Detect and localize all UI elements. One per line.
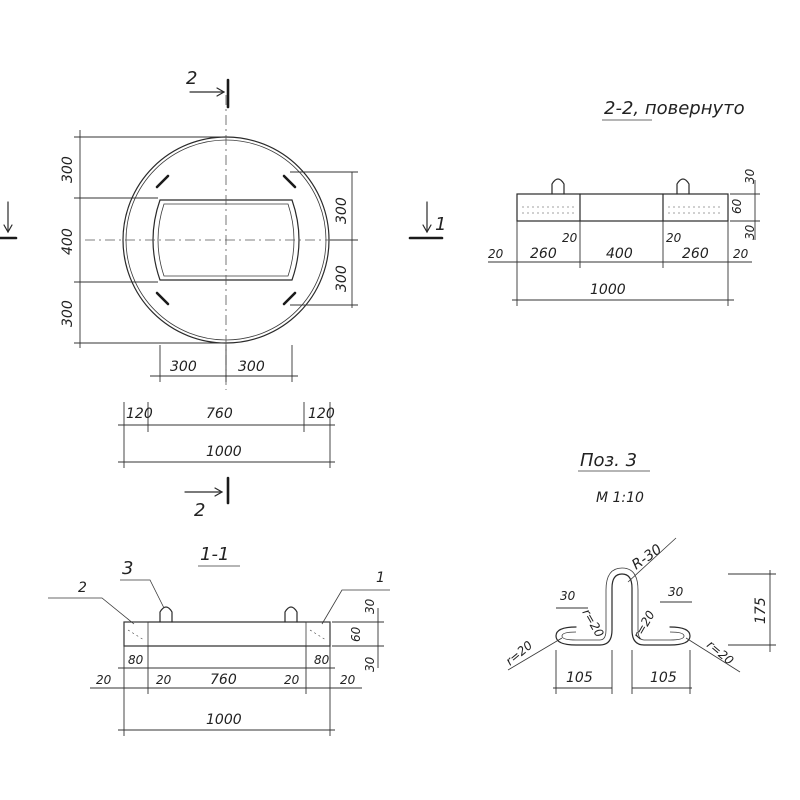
pos-3-scale: М 1:10	[596, 490, 644, 506]
section-1-1-callout-1: 1	[376, 570, 385, 586]
dim-120-left: 120	[126, 406, 153, 422]
section-2-2-dim-20-left: 20	[488, 247, 504, 261]
pos-3-r-right-outer-leader	[685, 637, 741, 673]
section-2-2-dim-20-right: 20	[733, 247, 749, 261]
section-2-2-dim-60: 60	[730, 198, 744, 214]
section-1-1-dim-60: 60	[349, 626, 363, 642]
section-1-1-leader-1	[321, 589, 390, 625]
section-1-1-dim-20-right: 20	[284, 673, 300, 687]
loop-mark-tl	[155, 174, 170, 189]
dim-760: 760	[206, 406, 233, 422]
pos-3-bar-inner	[561, 567, 685, 641]
section-2-2-dim-20-inner-right: 20	[666, 231, 682, 245]
section-2-2: 2-2, повернуто 30 60 30 20 260 20 400 20…	[488, 98, 760, 306]
pos-3-dim-30-left: 30	[560, 589, 576, 603]
section-1-1-loop-right	[284, 606, 298, 623]
dim-300-right-bottom: 300	[334, 265, 350, 292]
section-1-1-dim-20-far-left: 20	[96, 673, 112, 687]
section-1-1: 1-1 3 2 1 30 60 30 80 80 20 20 760	[48, 544, 390, 736]
dim-1000: 1000	[206, 444, 242, 460]
pos-3-r-left-inner: r=20	[579, 607, 606, 641]
section-1-1-hatch-2	[309, 629, 327, 641]
section-2-2-dim-30-bottom: 30	[743, 224, 757, 240]
pos-3-radius: R-30	[629, 541, 665, 573]
section-2-2-dim-400: 400	[606, 246, 633, 262]
cut-1-left-arrowhead	[3, 224, 13, 234]
section-1-1-dim-30-bottom: 30	[363, 656, 377, 672]
section-1-1-loop-left	[159, 606, 173, 623]
pos-3-dim-105-left: 105	[566, 670, 593, 686]
loop-mark-tr	[282, 174, 297, 189]
loop-mark-br	[282, 291, 297, 306]
plan-view: 2 2 1 300 400 300 300 300	[0, 68, 446, 521]
section-2-2-loop-left	[551, 178, 565, 195]
section-1-1-callout-2: 2	[78, 580, 87, 596]
pos-3-dim-30-right: 30	[668, 585, 684, 599]
cut-2-top-arrowhead	[216, 87, 226, 97]
section-2-2-dim-260-right: 260	[682, 246, 709, 262]
dim-300-left-bottom: 300	[60, 300, 76, 327]
pos-3-title: Поз. 3	[580, 450, 637, 471]
dim-400-left: 400	[60, 228, 76, 255]
section-1-1-dim-80-right: 80	[314, 653, 330, 667]
section-1-1-leader-3	[120, 579, 165, 609]
cut-1-right-arrowhead	[422, 224, 432, 234]
pos-3-radius-leader	[627, 537, 677, 583]
opening-inner-edge	[157, 203, 295, 277]
section-2-2-loop-right	[676, 178, 690, 195]
section-2-2-dim-30-top: 30	[743, 168, 757, 184]
section-2-2-dim-260-left: 260	[530, 246, 557, 262]
section-1-1-end-left	[123, 621, 149, 647]
dim-300-right-top: 300	[334, 197, 350, 224]
section-1-1-callout-3: 3	[122, 558, 133, 579]
pos-3-detail: Поз. 3 М 1:10 R-30 30 30 r=20 r=20 r=20 …	[503, 450, 776, 694]
section-1-1-body	[123, 621, 331, 647]
pos-3-r-right-inner: r=20	[630, 608, 657, 642]
section-1-1-dim-30-top: 30	[363, 598, 377, 614]
section-2-2-dim-1000: 1000	[590, 282, 626, 298]
opening-outline	[152, 199, 300, 281]
cut-2-bottom-arrowhead	[214, 487, 224, 497]
section-1-1-dim-760: 760	[210, 672, 237, 688]
cut-2-bottom-label: 2	[194, 500, 205, 521]
section-1-1-dim-80-left: 80	[128, 653, 144, 667]
section-2-2-dim-20-inner-left: 20	[562, 231, 578, 245]
dim-300-bottom-right: 300	[238, 359, 265, 375]
section-1-1-hatch-1	[127, 629, 145, 641]
section-1-1-leader-2	[48, 597, 135, 625]
cut-1-right-label: 1	[435, 214, 446, 235]
pos-3-bar-outer	[555, 573, 691, 646]
section-1-1-dim-1000: 1000	[206, 712, 242, 728]
dim-120-right: 120	[308, 406, 335, 422]
section-2-2-title: 2-2, повернуто	[604, 98, 745, 119]
pos-3-dim-175: 175	[753, 597, 769, 624]
section-1-1-dim-20-left: 20	[156, 673, 172, 687]
section-1-1-dim-20-far-right: 20	[340, 673, 356, 687]
pos-3-dim-105-right: 105	[650, 670, 677, 686]
dim-300-bottom-left: 300	[170, 359, 197, 375]
section-1-1-title: 1-1	[200, 544, 229, 565]
section-2-2-body	[516, 193, 729, 222]
pos-3-r-left-outer-leader	[507, 637, 563, 671]
cut-2-top-label: 2	[186, 68, 197, 89]
loop-mark-bl	[155, 291, 170, 306]
section-1-1-end-right	[305, 621, 331, 647]
dim-300-left-top: 300	[60, 156, 76, 183]
